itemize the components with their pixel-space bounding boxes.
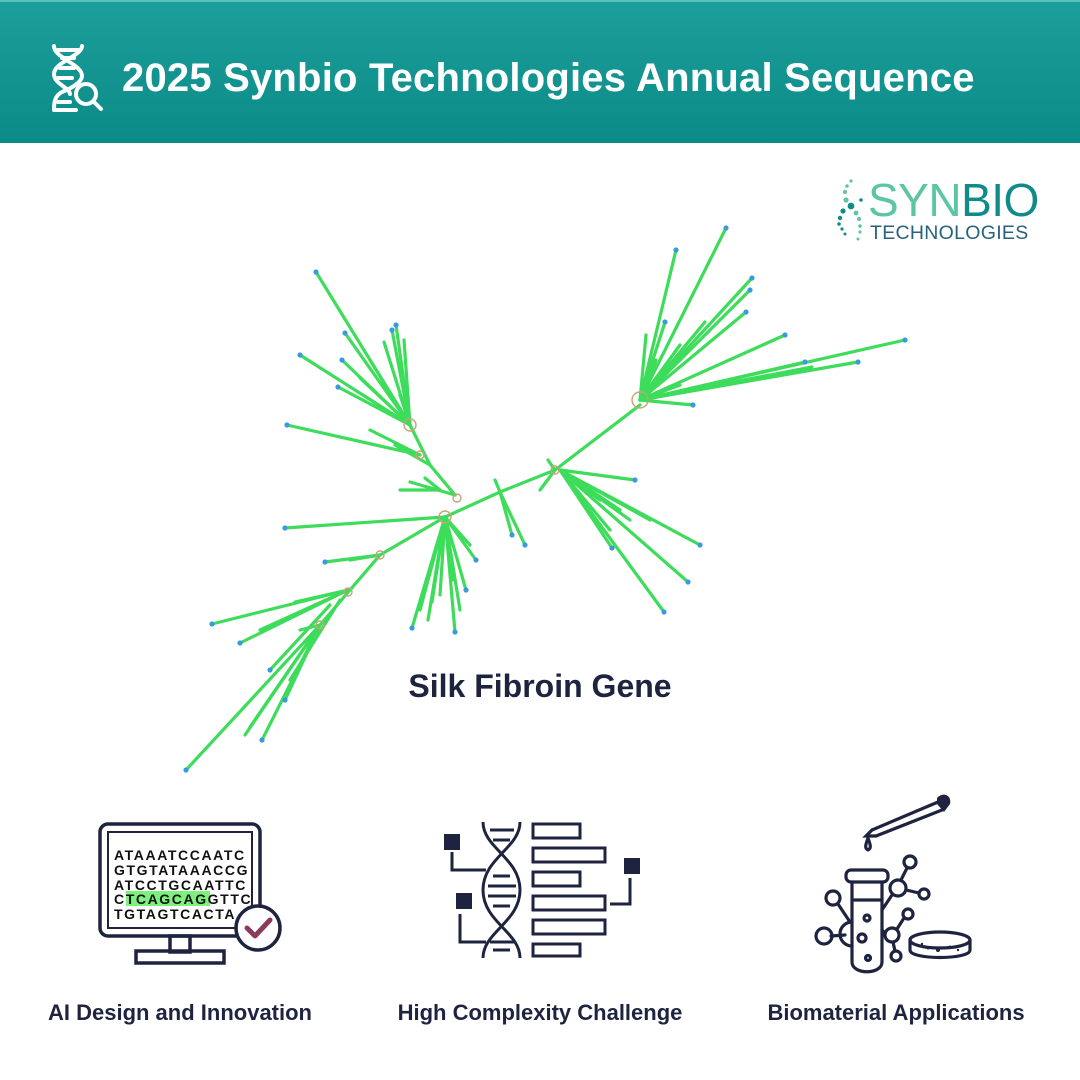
dna-blocks-icon — [444, 821, 640, 959]
svg-text:CTCAGCAGGTTC: CTCAGCAGGTTC — [114, 891, 252, 907]
check-icon — [244, 917, 273, 939]
svg-text:GTGTATAAACCG: GTGTATAAACCG — [114, 862, 249, 878]
tree-branches — [184, 226, 907, 772]
svg-text:TGTAGTCACTA: TGTAGTCACTA — [114, 906, 236, 922]
dna-search-icon — [51, 44, 103, 112]
figure-title: Silk Fibroin Gene — [408, 668, 672, 704]
page-title: 2025 Synbio Technologies Annual Sequence — [122, 56, 975, 100]
synbio-logo: SYNBIO TECHNOLOGIES — [832, 176, 1042, 248]
tree-tips — [183, 225, 908, 773]
feature-label-ai-design: AI Design and Innovation — [47, 1000, 312, 1025]
svg-text:ATAAATCCAATC: ATAAATCCAATC — [114, 847, 246, 863]
monitor-sequence-check-icon: ATAAATCCAATC GTGTATAAACCG ATCCTGCAATTC C… — [98, 822, 282, 965]
helix-dots-icon — [837, 179, 863, 241]
feature-label-biomaterial: Biomaterial Applications — [767, 1000, 1025, 1025]
tree-nodes — [315, 391, 649, 630]
feature-label-high-complexity: High Complexity Challenge — [397, 1000, 683, 1025]
logo-wordmark: SYNBIO — [868, 174, 1039, 226]
svg-text:ATCCTGCAATTC: ATCCTGCAATTC — [114, 877, 247, 893]
logo-subtitle: TECHNOLOGIES — [870, 222, 1029, 244]
phylogenetic-tree — [183, 225, 908, 773]
header-banner: 2025 Synbio Technologies Annual Sequence — [0, 0, 1080, 143]
test-tube-molecule-icon — [814, 794, 972, 974]
